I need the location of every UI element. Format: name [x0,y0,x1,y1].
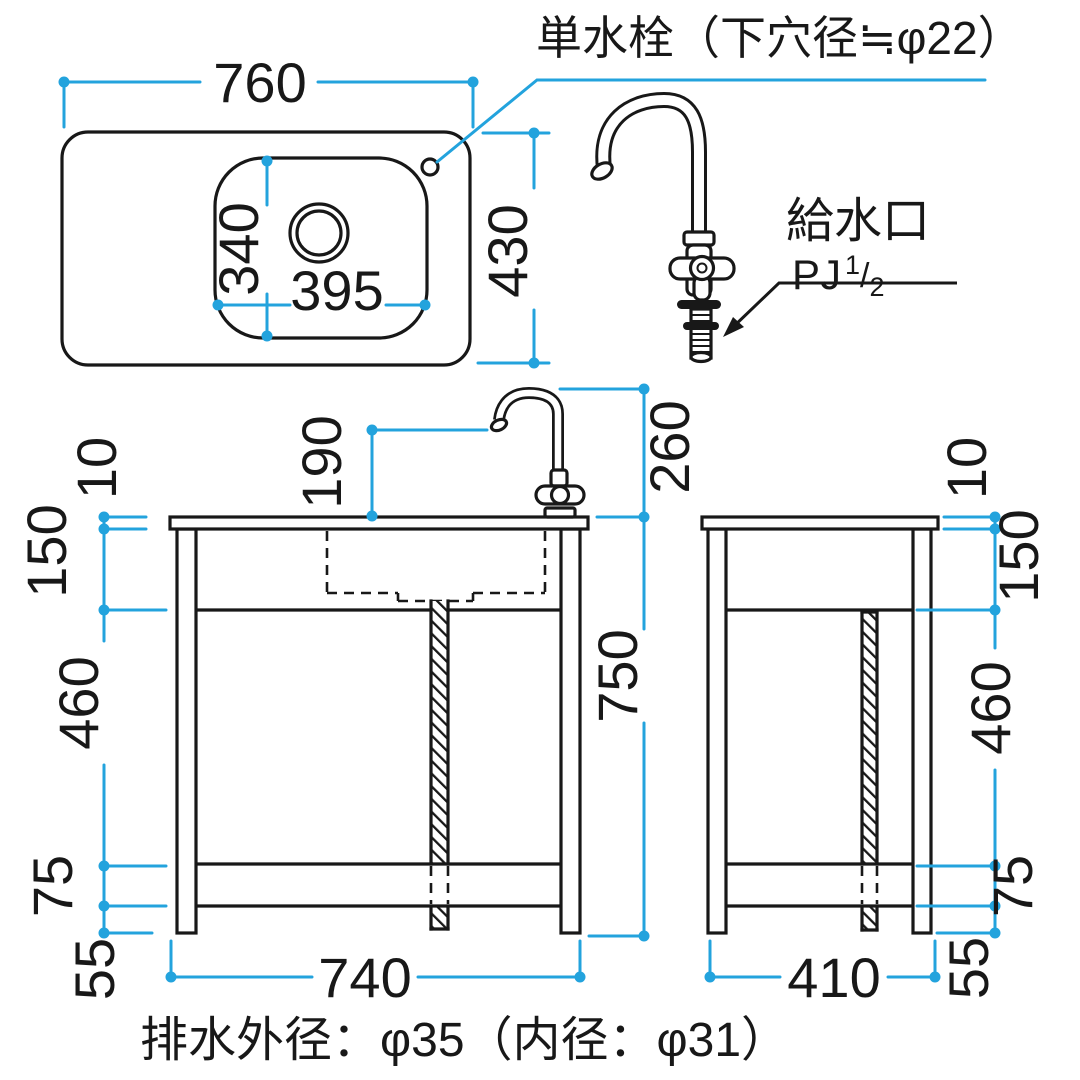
supply-port-label: 給水口 [786,195,930,248]
side-front-leg [706,527,728,935]
dim-text-430: 430 [476,204,539,297]
dim-text-left-460: 460 [47,656,110,749]
front-left-leg [175,527,198,935]
faucet-mount-hole [420,157,440,177]
dim-side-leg-span: 410 [704,939,941,1009]
dim-text-750: 750 [586,629,649,722]
supply-leader-arrowhead [723,317,744,337]
dim-text-260: 260 [638,400,701,493]
dim-faucet-above-counter: 260 [558,383,701,523]
dim-text-740: 740 [318,946,411,1009]
dim-bowl-depth: 340 [207,155,273,342]
dim-text-right-75: 75 [981,855,1044,917]
front-handle-hub [549,484,571,506]
front-faucet [489,386,586,519]
front-countertop [168,515,590,531]
front-faucet-collar [549,468,569,488]
side-countertop [700,515,940,531]
shank-end [689,350,713,364]
drain-note: 排水外径：φ35（内径：φ31） [140,1014,789,1067]
side-drain-pipe [860,610,879,932]
side-back-leg [911,527,933,935]
faucet-spout-tip [590,161,614,181]
dim-text-395: 395 [290,259,383,322]
tap-label: 単水栓（下穴径≒φ22） [536,12,1024,64]
dim-text-340: 340 [207,202,270,295]
dim-front-leg-span: 740 [165,939,586,1009]
dim-spout-height: 190 [290,415,489,522]
shank-threads [691,314,711,353]
front-spout-tip [489,417,509,433]
mount-flange-upper [677,300,721,309]
dim-text-right-460: 460 [959,661,1022,754]
dim-text-right-150: 150 [987,509,1050,602]
dim-text-190: 190 [290,415,353,508]
front-right-leg [559,527,582,935]
handle-screw [696,262,708,274]
dim-right-stack: 10 150 460 75 55 [915,437,1050,999]
side-view: 410 10 150 460 75 55 [700,437,1050,1009]
dim-text-right-10: 10 [935,437,998,499]
supply-leader-line [729,281,957,331]
dim-plan-overall-depth: 430 [476,127,551,369]
tap-leader-line [435,78,987,164]
dim-text-left-75: 75 [21,855,84,917]
front-drain-pipe [429,599,450,931]
handle-hub [688,254,716,282]
drain-hole-outer [288,202,350,264]
faucet-gooseneck-inner [598,94,704,237]
front-faucet-base [543,506,577,519]
dim-text-760: 760 [213,51,306,114]
front-view: 190 260 750 740 [15,383,701,1009]
dim-text-left-55: 55 [63,938,126,1000]
hidden-sink-outline [325,531,547,603]
faucet-collar [682,230,716,247]
dim-plan-overall-width: 760 [58,51,479,129]
drain-hole-inner [295,209,343,257]
mount-flange-lower [683,322,719,330]
dim-bowl-width: 395 [212,259,431,322]
dim-text-left-10: 10 [65,437,128,499]
dim-text-right-55: 55 [937,937,1000,999]
dim-overall-height: 750 [586,515,650,942]
plan-view: 760 430 340 395 [58,12,1024,369]
dim-text-left-150: 150 [15,504,78,597]
dim-text-410: 410 [787,946,880,1009]
dim-left-stack: 10 150 460 75 55 [15,437,168,1000]
